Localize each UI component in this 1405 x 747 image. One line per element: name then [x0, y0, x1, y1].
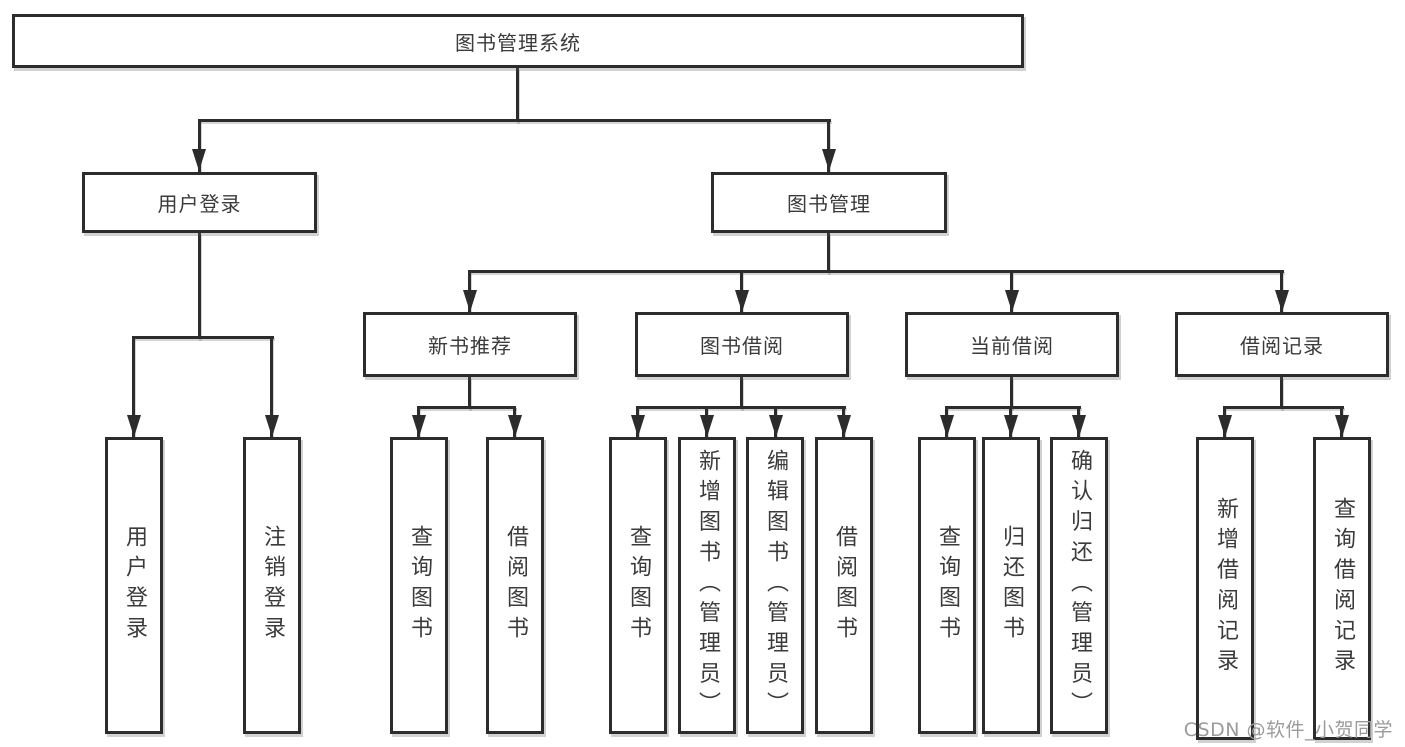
node-label: 归还图书: [999, 524, 1024, 647]
node-label: 用户登录: [122, 524, 147, 647]
arrowhead-down-icon: [127, 415, 141, 437]
node-label: 借阅记录: [1240, 334, 1324, 358]
node-user-login: 用户登录: [82, 172, 317, 233]
node-label: 当前借阅: [970, 334, 1054, 358]
node-label: 新增借阅记录: [1213, 497, 1238, 680]
connector-vline: [1280, 377, 1283, 409]
connector-hline: [1224, 406, 1344, 409]
arrowhead-down-icon: [1218, 415, 1232, 437]
node-current-borrowing: 当前借阅: [905, 312, 1119, 377]
node-label: 图书管理系统: [455, 30, 581, 55]
node-label: 编辑图书（管理员）: [763, 448, 788, 723]
connector-hline: [418, 406, 516, 409]
node-label: 图书借阅: [700, 334, 784, 358]
connector-vline: [1010, 377, 1013, 409]
leaf-query-books-1: 查询图书: [390, 437, 448, 734]
arrowhead-down-icon: [265, 415, 279, 437]
node-label: 借阅图书: [503, 524, 528, 647]
leaf-query-books-3: 查询图书: [918, 437, 976, 734]
node-label: 确认归还（管理员）: [1067, 448, 1092, 723]
node-label: 查询图书: [935, 524, 960, 647]
leaf-borrow-books-2: 借阅图书: [815, 437, 873, 734]
node-borrowing-records: 借阅记录: [1175, 312, 1389, 377]
leaf-user-login: 用户登录: [105, 437, 163, 734]
connector-hline: [133, 336, 274, 339]
node-label: 借阅图书: [832, 524, 857, 647]
leaf-add-borrow-record: 新增借阅记录: [1196, 437, 1254, 740]
connector-vline: [468, 377, 471, 409]
leaf-return-book: 归还图书: [982, 437, 1040, 734]
arrowhead-down-icon: [631, 415, 645, 437]
node-label: 注销登录: [260, 524, 285, 647]
arrowhead-down-icon: [700, 415, 714, 437]
arrowhead-down-icon: [412, 415, 426, 437]
node-label: 查询借阅记录: [1330, 497, 1355, 680]
arrowhead-down-icon: [192, 149, 206, 171]
leaf-borrow-books-1: 借阅图书: [486, 437, 544, 734]
connector-hline: [469, 270, 1284, 273]
node-label: 查询图书: [626, 524, 651, 647]
node-library-system: 图书管理系统: [12, 14, 1024, 68]
arrowhead-down-icon: [822, 149, 836, 171]
node-label: 查询图书: [407, 524, 432, 647]
arrowhead-down-icon: [1275, 290, 1289, 312]
arrowhead-down-icon: [769, 415, 783, 437]
connector-vline: [198, 233, 201, 339]
node-label: 新增图书（管理员）: [695, 448, 720, 723]
connector-vline: [827, 233, 830, 273]
arrowhead-down-icon: [1004, 415, 1018, 437]
connector-vline: [740, 377, 743, 409]
arrowhead-down-icon: [463, 290, 477, 312]
leaf-add-book-admin: 新增图书（管理员）: [678, 437, 736, 734]
node-label: 新书推荐: [428, 334, 512, 358]
arrowhead-down-icon: [508, 415, 522, 437]
leaf-edit-book-admin: 编辑图书（管理员）: [746, 437, 804, 734]
arrowhead-down-icon: [940, 415, 954, 437]
connector-hline: [637, 406, 846, 409]
node-book-borrowing: 图书借阅: [635, 312, 849, 377]
connector-vline: [132, 336, 135, 437]
arrowhead-down-icon: [837, 415, 851, 437]
csdn-watermark: CSDN @软件_小贺同学: [1183, 719, 1393, 741]
node-label: 用户登录: [157, 192, 242, 216]
connector-vline: [198, 119, 201, 172]
node-book-management: 图书管理: [711, 172, 947, 233]
leaf-confirm-return-admin: 确认归还（管理员）: [1050, 437, 1108, 734]
leaf-logout: 注销登录: [243, 437, 301, 734]
connector-vline: [516, 68, 519, 122]
connector-vline: [827, 119, 830, 172]
connector-hline: [946, 406, 1081, 409]
arrowhead-down-icon: [1335, 415, 1349, 437]
arrowhead-down-icon: [1005, 290, 1019, 312]
arrowhead-down-icon: [735, 290, 749, 312]
node-new-book-recommend: 新书推荐: [363, 312, 577, 377]
arrowhead-down-icon: [1072, 415, 1086, 437]
leaf-query-borrow-record: 查询借阅记录: [1313, 437, 1371, 740]
connector-hline: [198, 119, 831, 122]
node-label: 图书管理: [787, 192, 871, 216]
leaf-query-books-2: 查询图书: [609, 437, 667, 734]
connector-vline: [270, 336, 273, 437]
